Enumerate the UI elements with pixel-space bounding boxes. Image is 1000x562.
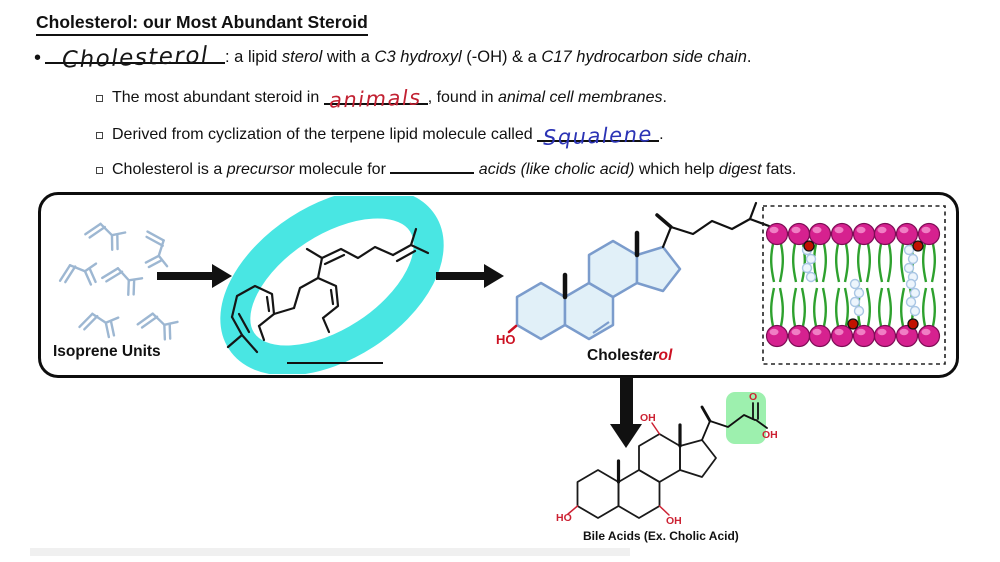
squalene-structure-highlighted bbox=[220, 196, 444, 374]
sub3-text2: molecule for bbox=[294, 161, 391, 178]
o-label: O bbox=[749, 391, 757, 403]
page-title: Cholesterol: our Most Abundant Steroid bbox=[36, 12, 368, 36]
sub3-end: fats. bbox=[761, 161, 797, 178]
definition-text3: (-OH) & a bbox=[461, 48, 542, 66]
sub3-text3: which help bbox=[634, 161, 719, 178]
handwritten-animals: animals bbox=[328, 85, 423, 113]
sub1-italic: animal cell membranes bbox=[497, 89, 663, 106]
subbullet-animals: The most abundant steroid in animals, fo… bbox=[96, 85, 667, 113]
oh-bonds bbox=[567, 422, 670, 516]
definition-blank: Cholesterol bbox=[45, 42, 226, 74]
page-edge-strip bbox=[30, 548, 630, 556]
arrow-shaft bbox=[436, 272, 484, 280]
chol-label-p1: Choles bbox=[587, 347, 639, 364]
cyan-highlight-ellipse bbox=[220, 196, 444, 374]
arrow-shaft bbox=[157, 272, 212, 280]
sub2-blank: Squalene bbox=[537, 122, 660, 150]
sub1-text2: , found in bbox=[427, 89, 498, 106]
sub3-blank-empty bbox=[390, 172, 475, 174]
sub2-text: Derived from cyclization of the terpene … bbox=[112, 126, 538, 143]
oh-label: OH bbox=[666, 515, 682, 527]
ho-label: HO bbox=[496, 332, 516, 347]
oh-label: OH bbox=[640, 412, 656, 424]
definition-line: • Cholesterol : a lipid sterol with a C3 h… bbox=[34, 42, 752, 74]
bullet-icon: • bbox=[34, 47, 42, 69]
dashed-border bbox=[762, 205, 946, 365]
green-highlight bbox=[726, 392, 766, 444]
arrow-head bbox=[484, 264, 504, 288]
sub1-blank: animals bbox=[323, 85, 428, 113]
c17-side-chain bbox=[655, 201, 771, 249]
arrow-head bbox=[610, 424, 642, 448]
isoprene-structures bbox=[58, 222, 179, 341]
bile-acid-structure: HO OH OH O OH bbox=[556, 391, 778, 527]
bile-acids-label: Bile Acids (Ex. Cholic Acid) bbox=[583, 529, 739, 543]
pathway-diagram-box: Isoprene Units bbox=[38, 192, 959, 378]
oh-labels: HO OH OH O OH bbox=[556, 391, 778, 527]
chol-label-p2: ter bbox=[638, 347, 659, 364]
handwritten-squalene: Squalene bbox=[542, 122, 654, 150]
chol-label-p3: ol bbox=[658, 347, 673, 364]
ho-label: HO bbox=[556, 512, 572, 524]
c3-oh-bond bbox=[507, 324, 518, 334]
isoprene-units-label: Isoprene Units bbox=[53, 343, 161, 360]
subbullet-squalene: Derived from cyclization of the terpene … bbox=[96, 122, 664, 150]
arrow-head bbox=[212, 264, 232, 288]
definition-period: . bbox=[746, 48, 752, 66]
checkbox-icon bbox=[96, 167, 103, 174]
definition-text2: with a bbox=[322, 48, 375, 66]
methyl-groups bbox=[562, 230, 640, 300]
checkbox-icon bbox=[96, 95, 103, 102]
definition-c17: C17 hydrocarbon side chain bbox=[541, 48, 747, 66]
checkbox-icon bbox=[96, 132, 103, 139]
methyl-groups bbox=[616, 423, 682, 484]
definition-c3: C3 hydroxyl bbox=[374, 48, 462, 66]
double-bond bbox=[592, 321, 610, 334]
cholesterol-label: Cholesterol bbox=[587, 347, 672, 365]
sub3-text: Cholesterol is a bbox=[112, 161, 227, 178]
sub2-period: . bbox=[659, 126, 664, 143]
definition-sterol: sterol bbox=[281, 48, 323, 66]
steroid-rings bbox=[576, 433, 717, 519]
sub3-digest: digest bbox=[718, 161, 762, 178]
acid-side-chain bbox=[700, 402, 768, 441]
sub3-acids: acids (like cholic acid) bbox=[474, 161, 635, 178]
cholesterol-structure: HO bbox=[496, 201, 771, 347]
sub1-text: The most abundant steroid in bbox=[112, 89, 324, 106]
steroid-rings bbox=[515, 239, 682, 341]
squalene-blank-underline bbox=[287, 362, 383, 364]
handwritten-term: Cholesterol bbox=[61, 42, 209, 74]
sub3-precursor: precursor bbox=[226, 161, 295, 178]
arrow-right-icon bbox=[436, 264, 504, 288]
hydroxyl-dots bbox=[803, 240, 924, 330]
arrow-right-icon bbox=[157, 264, 232, 288]
definition-text: : a lipid bbox=[225, 48, 282, 66]
subbullet-bile: Cholesterol is a precursor molecule for … bbox=[96, 161, 796, 179]
oh-label: OH bbox=[762, 429, 778, 441]
arrow-down-icon bbox=[610, 377, 642, 448]
squalene-skeleton bbox=[226, 227, 430, 354]
arrow-shaft bbox=[619, 377, 633, 424]
membrane-bilayer-diagram bbox=[762, 205, 946, 365]
sub1-period: . bbox=[662, 89, 667, 106]
